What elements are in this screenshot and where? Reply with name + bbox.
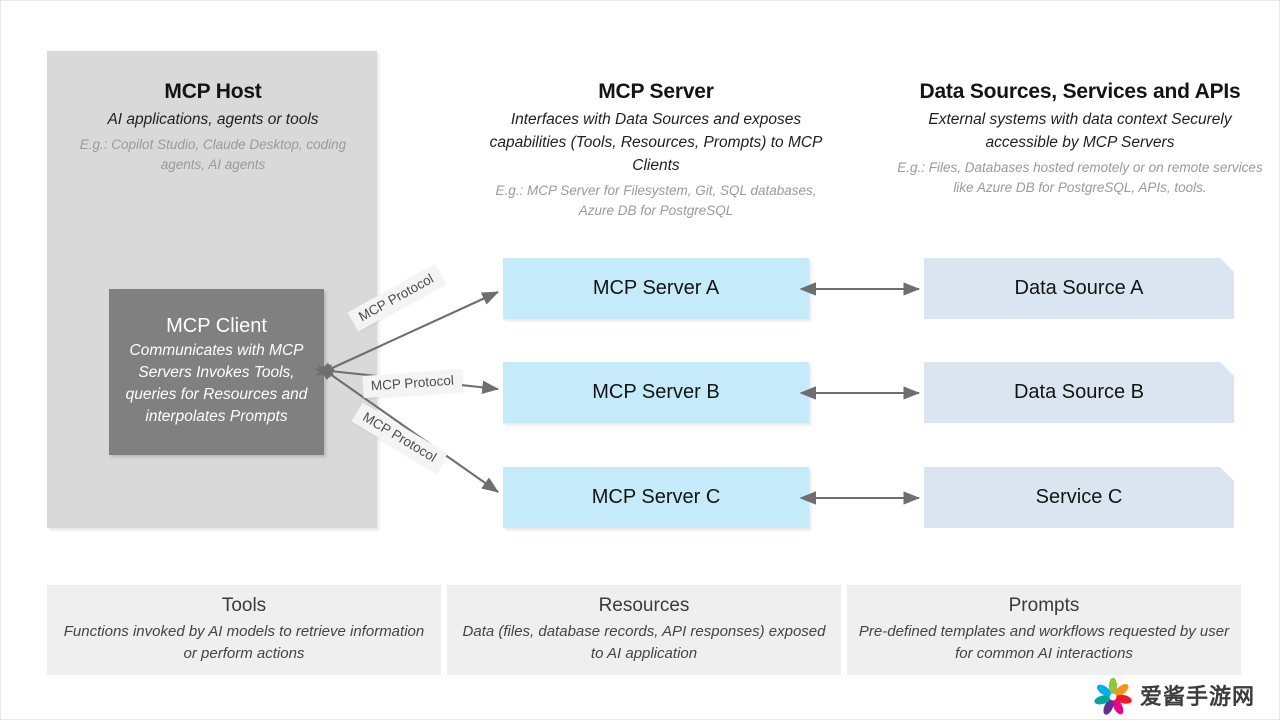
data-source-b-label: Data Source B — [1013, 381, 1145, 403]
data-sources-example: E.g.: Files, Databases hosted remotely o… — [897, 160, 1263, 196]
legend-resources: Resources Data (files, database records,… — [447, 585, 841, 675]
mcp-server-header: MCP Server Interfaces with Data Sources … — [485, 79, 827, 222]
legend-tools-description: Functions invoked by AI models to retrie… — [63, 623, 425, 662]
mcp-host-example: E.g.: Copilot Studio, Claude Desktop, co… — [79, 137, 347, 173]
service-c-box[interactable]: Service C — [924, 467, 1234, 528]
mcp-server-b-label: MCP Server B — [592, 381, 720, 403]
mcp-server-c-box[interactable]: MCP Server C — [503, 467, 809, 528]
mcp-server-example: E.g.: MCP Server for Filesystem, Git, SQ… — [495, 183, 817, 219]
mcp-client-title: MCP Client — [166, 315, 267, 337]
mcp-protocol-label-b: MCP Protocol — [362, 369, 463, 398]
mcp-server-a-label: MCP Server A — [592, 277, 720, 299]
mcp-host-header: MCP Host AI applications, agents or tool… — [57, 79, 369, 176]
mcp-server-a-box[interactable]: MCP Server A — [503, 258, 809, 319]
mcp-host-subtitle: AI applications, agents or tools — [107, 111, 319, 129]
data-sources-subtitle: External systems with data context Secur… — [928, 111, 1232, 152]
mcp-host-title: MCP Host — [164, 80, 262, 103]
mcp-server-title: MCP Server — [598, 80, 714, 103]
watermark-text: 爱酱手游网 — [1140, 684, 1256, 709]
data-source-a-label: Data Source A — [1014, 277, 1144, 299]
pinwheel-logo-icon — [1094, 677, 1132, 715]
data-source-b-box[interactable]: Data Source B — [924, 362, 1234, 423]
data-source-a-box[interactable]: Data Source A — [924, 258, 1234, 319]
mcp-client-box[interactable]: MCP Client Communicates with MCP Servers… — [109, 289, 324, 455]
service-c-label: Service C — [1035, 486, 1123, 508]
mcp-server-c-label: MCP Server C — [591, 486, 721, 508]
legend-resources-description: Data (files, database records, API respo… — [462, 623, 826, 662]
watermark: 爱酱手游网 — [1093, 677, 1255, 717]
legend-prompts-title: Prompts — [1008, 595, 1080, 617]
mcp-client-description: Communicates with MCP Servers Invokes To… — [125, 342, 308, 425]
mcp-server-subtitle: Interfaces with Data Sources and exposes… — [489, 111, 823, 175]
data-sources-header: Data Sources, Services and APIs External… — [897, 79, 1263, 199]
data-sources-title: Data Sources, Services and APIs — [919, 80, 1241, 103]
legend-resources-title: Resources — [598, 595, 690, 617]
legend-prompts-description: Pre-defined templates and workflows requ… — [858, 623, 1230, 662]
legend-tools-title: Tools — [221, 595, 267, 617]
legend-tools: Tools Functions invoked by AI models to … — [47, 585, 441, 675]
legend-prompts: Prompts Pre-defined templates and workfl… — [847, 585, 1241, 675]
mcp-server-b-box[interactable]: MCP Server B — [503, 362, 809, 423]
